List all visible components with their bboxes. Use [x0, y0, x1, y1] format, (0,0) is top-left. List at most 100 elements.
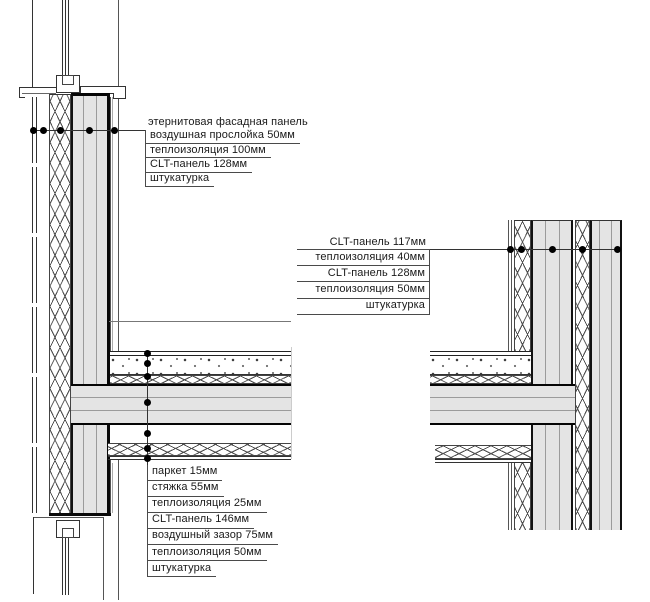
- ceiling-insulation-layer: [108, 443, 291, 456]
- leader-dot: [144, 349, 151, 357]
- leader-dot: [144, 398, 151, 406]
- label-text: теплоизоляция 50мм: [315, 282, 425, 295]
- label-group-body: воздушная прослойка 50мм теплоизоляция 1…: [145, 129, 300, 188]
- label-text: этернитовая фасадная панель: [148, 115, 308, 128]
- label-text: штукатурка: [365, 299, 425, 312]
- label-group-facade-wall: этернитовая фасадная панель воздушная пр…: [145, 116, 313, 188]
- interior-face-line: [118, 0, 119, 352]
- leader-line-floor: [147, 351, 148, 465]
- wall-insulation-layer: [49, 94, 71, 513]
- clt-lamella-line: [599, 221, 600, 530]
- leader-dot: [506, 246, 514, 253]
- label-text: стяжка 55мм: [152, 481, 219, 494]
- clt-lamella-line: [83, 96, 84, 384]
- label-group-floor: паркет 15мм стяжка 55мм теплоизоляция 25…: [147, 464, 279, 578]
- label-row: CLT-панель 117мм: [297, 237, 430, 250]
- facade-panel-segment: [32, 447, 37, 513]
- clt-lamella-line: [545, 221, 546, 384]
- leader-dot: [39, 126, 47, 134]
- label-row: этернитовая фасадная панель: [145, 116, 313, 130]
- label-group-body: паркет 15мм стяжка 55мм теплоизоляция 25…: [147, 464, 279, 578]
- label-row: штукатурка: [146, 172, 215, 188]
- screed-layer: [430, 355, 531, 375]
- facade-panel-segment: [32, 167, 37, 233]
- clt-lamella-line: [545, 425, 546, 530]
- label-text: теплоизоляция 25мм: [152, 497, 262, 510]
- clt-wall-panel-upper: [531, 220, 573, 384]
- clt-lamella-line: [430, 409, 575, 411]
- window-jamb-line: [32, 0, 33, 88]
- window-reveal-line: [102, 517, 104, 600]
- glazing-line: [67, 537, 69, 595]
- clt-lamella-line: [430, 396, 575, 398]
- ceiling-plaster-layer: [435, 459, 531, 463]
- section-cut-edge: [290, 347, 292, 459]
- label-text: CLT-панель 128мм: [150, 157, 248, 170]
- leader-dot: [548, 246, 556, 253]
- window-jamb-line: [32, 517, 34, 594]
- wall-insulation-layer: [514, 220, 531, 351]
- label-text: теплоизоляция 40мм: [315, 250, 425, 263]
- glazing-line: [67, 0, 69, 76]
- label-text: CLT-панель 128мм: [327, 266, 425, 279]
- parquet-layer: [430, 351, 531, 356]
- label-row: теплоизоляция 25мм: [148, 497, 267, 513]
- label-row: теплоизоляция 50мм: [297, 282, 429, 299]
- clt-lamella-line: [71, 396, 291, 398]
- leader-dot: [111, 126, 118, 134]
- label-text: паркет 15мм: [152, 465, 218, 478]
- leader-dot: [56, 126, 64, 134]
- plaster-line: [112, 463, 113, 513]
- label-group-body: теплоизоляция 40мм CLT-панель 128мм тепл…: [297, 250, 430, 315]
- clt-floor-slab: [71, 384, 291, 425]
- screed-layer: [110, 355, 291, 375]
- facade-panel-segment: [32, 307, 37, 373]
- floor-insulation-layer: [110, 375, 291, 384]
- label-text: теплоизоляция 100мм: [150, 143, 266, 156]
- label-row: воздушная прослойка 50мм: [146, 130, 300, 144]
- skirting-line: [109, 320, 291, 322]
- label-group-partition-wall: CLT-панель 117мм теплоизоляция 40мм CLT-…: [297, 237, 430, 315]
- flashing-line: [22, 92, 56, 94]
- plaster-line: [507, 220, 509, 351]
- clt-lamella-line: [96, 425, 97, 513]
- leader-dot: [578, 246, 586, 253]
- drip-flashing: [19, 86, 56, 88]
- label-row: CLT-панель 128мм: [297, 266, 429, 283]
- clt-lamella-line: [559, 221, 560, 384]
- label-row: штукатурка: [297, 299, 429, 315]
- label-row: паркет 15мм: [148, 465, 223, 481]
- ceiling-plaster-layer: [108, 456, 291, 460]
- leader-line-partition-wall: [430, 249, 620, 250]
- label-text: штукатурка: [152, 561, 212, 574]
- clt-floor-slab: [430, 384, 575, 425]
- plaster-line: [511, 463, 512, 530]
- drip-flashing: [19, 86, 20, 98]
- lintel-trim-step: [113, 93, 126, 99]
- plaster-line: [507, 463, 509, 530]
- plaster-line: [109, 97, 111, 351]
- label-text: воздушный зазор 75мм: [152, 529, 274, 542]
- label-text: CLT-панель 146мм: [152, 513, 250, 526]
- cavity-insulation-layer: [575, 220, 590, 530]
- label-row: теплоизоляция 40мм: [297, 250, 429, 267]
- glazing-line: [61, 537, 63, 595]
- drip-flashing-hook: [19, 96, 25, 98]
- label-text: штукатурка: [150, 172, 210, 185]
- glazing-line: [61, 0, 63, 76]
- leader-dot: [144, 360, 151, 367]
- interior-face-line: [118, 459, 119, 600]
- leader-dot: [517, 246, 525, 253]
- glazing-line: [64, 0, 66, 76]
- floor-insulation-layer: [430, 375, 531, 384]
- label-row: теплоизоляция 50мм: [148, 545, 267, 562]
- clt-lamella-line: [559, 425, 560, 530]
- leader-dot: [85, 126, 93, 134]
- label-row: штукатурка: [148, 561, 217, 578]
- ceiling-insulation-layer: [435, 445, 531, 459]
- label-text: воздушная прослойка 50мм: [150, 129, 295, 142]
- label-row: CLT-панель 146мм: [148, 513, 255, 529]
- glazing-line: [64, 537, 66, 595]
- leader-dot: [144, 429, 151, 437]
- facade-panel-segment: [32, 237, 37, 303]
